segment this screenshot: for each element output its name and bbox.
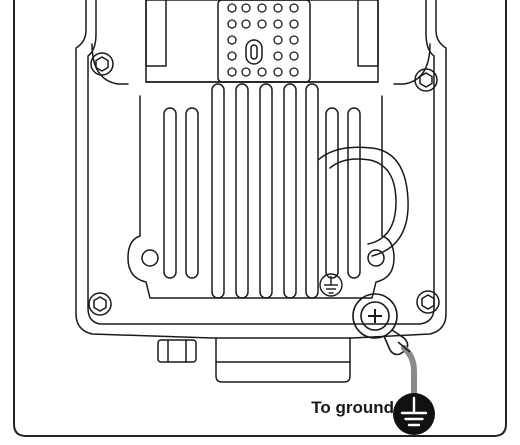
connector-pin: [257, 67, 267, 77]
ground-wire: [401, 345, 417, 399]
heatsink-panel: [127, 95, 395, 299]
ground-screw-washer: [352, 293, 398, 339]
vent-slot: [305, 83, 319, 299]
ground-wire-crimp: [397, 341, 411, 353]
ground-screw-head: [360, 301, 390, 331]
vent-slot: [259, 83, 273, 299]
hex-screw-bottom-right: [416, 290, 440, 314]
hex-screw-top-right: [414, 68, 438, 92]
connector-pin: [273, 51, 283, 61]
keyed-center-pin: [245, 39, 263, 65]
earth-ground-icon: [393, 393, 435, 435]
connector-pin: [273, 35, 283, 45]
connector-pin: [241, 3, 251, 13]
connector-pin: [289, 3, 299, 13]
ground-screw-slot-icon: [368, 309, 382, 323]
connector-pin: [289, 51, 299, 61]
vent-slot: [325, 107, 339, 279]
ring-terminal: [383, 329, 409, 356]
connector-pin: [273, 3, 283, 13]
vent-slot: [283, 83, 297, 299]
connector-pin: [227, 67, 237, 77]
vent-slot: [211, 83, 225, 299]
to-ground-label: To ground: [311, 398, 394, 417]
connector-pin: [257, 19, 267, 29]
connector-pin: [241, 19, 251, 29]
connector-pin: [289, 67, 299, 77]
connector-pin: [227, 3, 237, 13]
vent-slot: [185, 107, 199, 279]
aux-connector: [157, 339, 197, 363]
panel-mount-hole-left: [141, 249, 159, 267]
connector-pin: [241, 67, 251, 77]
diagram-frame: [13, 0, 507, 437]
cable-loop: [317, 146, 409, 257]
keyed-center-pin-core: [250, 44, 258, 60]
top-right-boss-outline: [393, 43, 431, 85]
connector-pin: [289, 35, 299, 45]
connector-pin: [227, 35, 237, 45]
vent-slot: [163, 107, 177, 279]
connector-right-wing: [357, 0, 379, 67]
device-housing: [75, 0, 447, 339]
ground-mark-icon: [319, 273, 343, 297]
connector-pin: [273, 19, 283, 29]
hex-screw-top-left: [90, 52, 114, 76]
hex-screw-bottom-left: [88, 292, 112, 316]
connector-left-wing: [145, 0, 167, 67]
vent-slot: [235, 83, 249, 299]
vent-slot: [347, 107, 361, 279]
cable-gland: [215, 337, 351, 383]
connector-pin: [289, 19, 299, 29]
connector-pin: [257, 3, 267, 13]
cable-loop-inner: [329, 158, 397, 245]
connector-pin: [227, 51, 237, 61]
connector-pin: [227, 19, 237, 29]
connector-pin: [273, 67, 283, 77]
connector-pin-field: [217, 0, 311, 83]
top-left-boss-outline: [91, 43, 129, 85]
panel-mount-hole-right: [367, 249, 385, 267]
